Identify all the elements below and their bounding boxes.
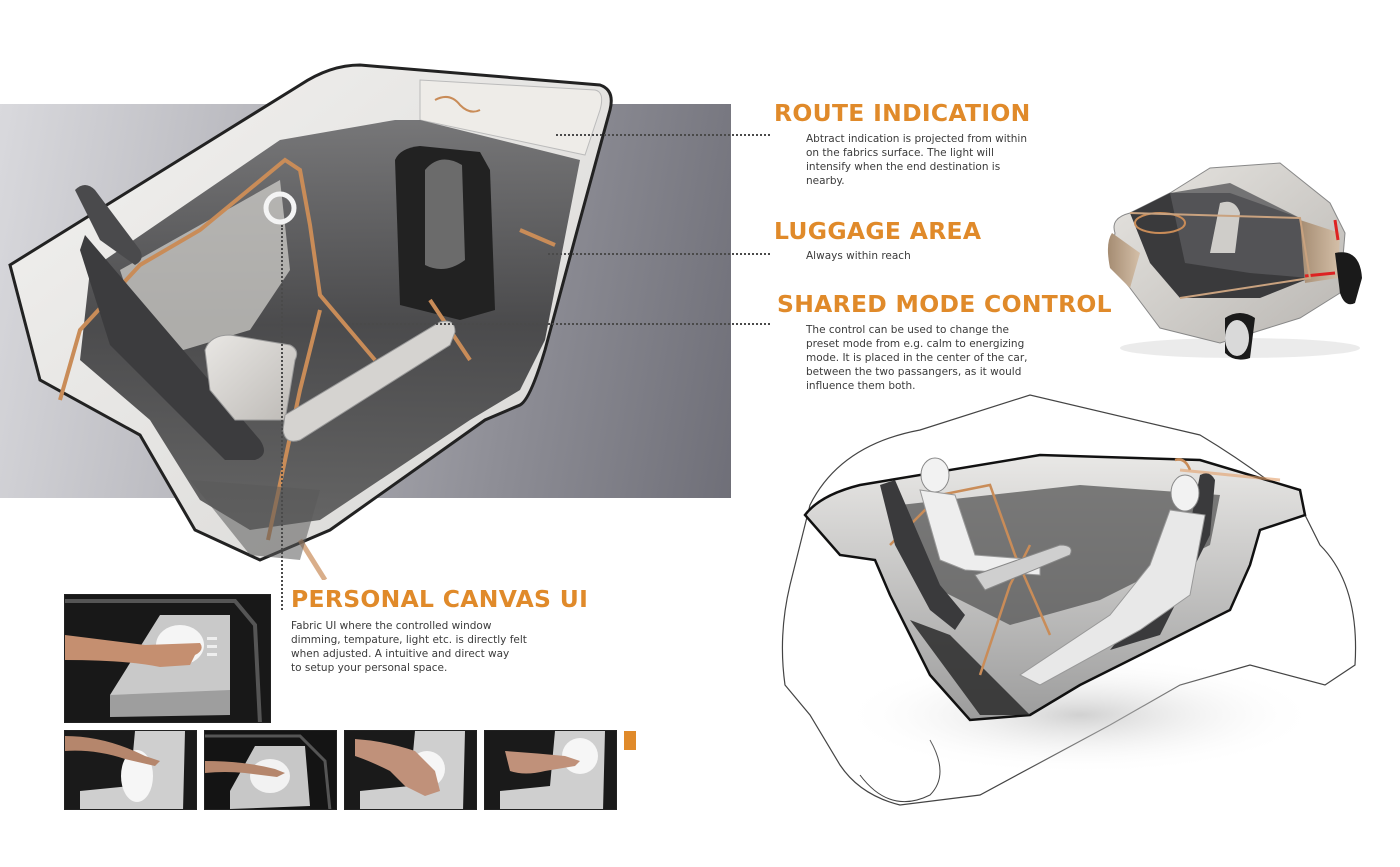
cabin-interior-sketch: [8, 63, 613, 580]
personal-canvas-ui-heading: PERSONAL CANVAS UI: [291, 587, 589, 613]
fabric-ui-photo-4: [484, 730, 617, 810]
luggage-area-heading: LUGGAGE AREA: [774, 219, 982, 245]
route-indication-heading: ROUTE INDICATION: [774, 101, 1031, 127]
personal-canvas-ui-description: Fabric UI where the controlled window di…: [291, 620, 527, 674]
luggage-area-description: Always within reach: [806, 250, 911, 262]
fabric-ui-photo-3: [344, 730, 477, 810]
route-indication-description: Abtract indication is projected from wit…: [806, 133, 1028, 187]
exterior-car-render: [1107, 162, 1362, 360]
canvas-leader-line: [281, 225, 283, 610]
fabric-ui-photo-2: [204, 730, 337, 810]
shared-leader-line: [348, 323, 770, 325]
shared-mode-control-heading: SHARED MODE CONTROL: [777, 292, 1112, 318]
orange-accent-marker: [624, 731, 636, 750]
two-passenger-interior-sketch: [781, 394, 1357, 806]
shared-mode-control-description: The control can be used to change the pr…: [806, 324, 1028, 392]
fabric-ui-photo-large: [64, 594, 271, 723]
luggage-leader-line: [548, 253, 770, 255]
route-leader-line: [556, 134, 770, 136]
fabric-ui-photo-1: [64, 730, 197, 810]
